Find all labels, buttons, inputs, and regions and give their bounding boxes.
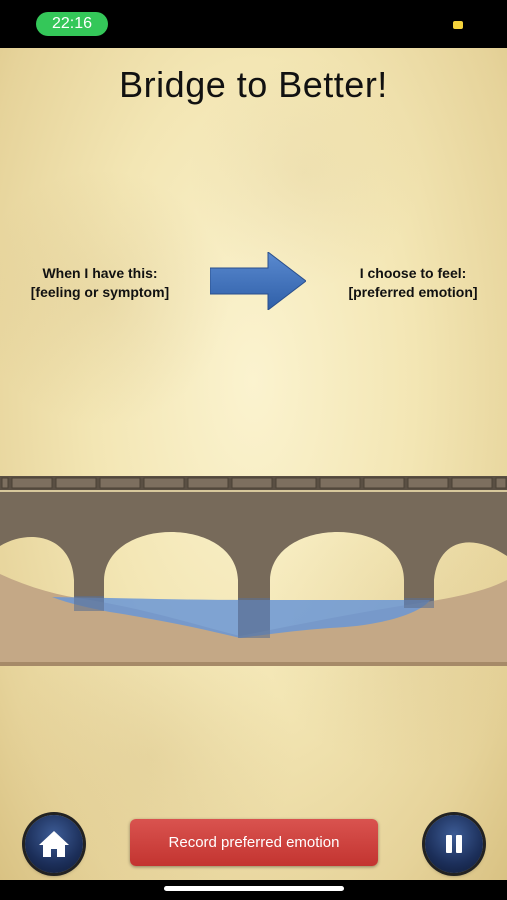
from-label-line2: [feeling or symptom]	[30, 284, 170, 300]
arrow-right-icon	[210, 252, 306, 310]
home-icon	[39, 831, 69, 857]
to-label-line2: [preferred emotion]	[348, 284, 478, 300]
battery-icon	[453, 21, 463, 29]
from-feeling-label: When I have this: [feeling or symptom]	[0, 264, 200, 302]
status-time: 22:16	[36, 12, 108, 36]
home-button[interactable]	[25, 815, 83, 873]
record-preferred-emotion-button[interactable]: Record preferred emotion	[130, 819, 378, 866]
to-emotion-label: I choose to feel: [preferred emotion]	[318, 264, 507, 302]
page-title: Bridge to Better!	[119, 64, 388, 105]
to-label-line1: I choose to feel:	[359, 265, 467, 281]
pause-icon	[446, 835, 462, 853]
bridge-illustration	[0, 476, 507, 666]
home-indicator[interactable]	[164, 886, 344, 891]
from-label-line1: When I have this:	[42, 265, 158, 281]
parchment-background	[0, 48, 507, 880]
status-bar: 22:16	[0, 0, 507, 48]
pause-button[interactable]	[425, 815, 483, 873]
